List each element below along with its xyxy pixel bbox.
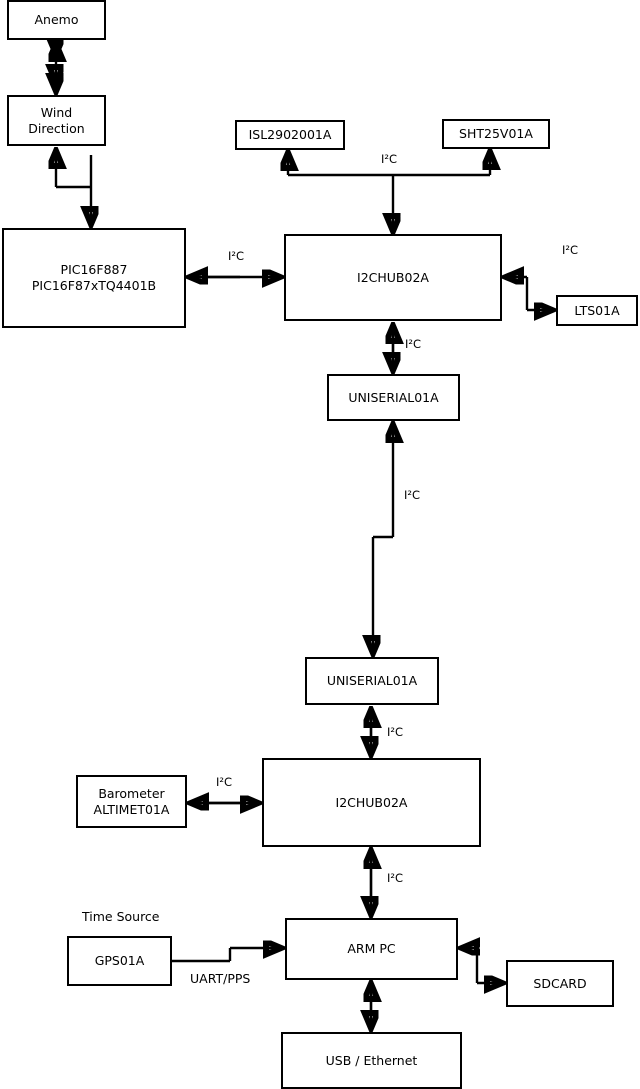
edge-label-i2c-pic-hub: I²C [228,249,245,263]
node-wind-direction[interactable]: Wind Direction [7,95,106,146]
edge-label-i2c-bus-top: I²C [381,152,398,166]
node-anemo[interactable]: Anemo [7,0,106,40]
node-uniserial01a-top[interactable]: UNISERIAL01A [327,374,460,421]
node-pic-microcontroller-label: PIC16F887 PIC16F87xTQ4401B [31,262,157,293]
node-uniserial01a-bottom[interactable]: UNISERIAL01A [305,657,439,705]
node-pic-microcontroller[interactable]: PIC16F887 PIC16F87xTQ4401B [2,228,186,328]
edge-label-i2c-hub-lts: I²C [562,243,579,257]
node-gps01a-label: GPS01A [94,953,145,969]
node-i2chub02a-bottom[interactable]: I2CHUB02A [262,758,481,847]
node-arm-pc-label: ARM PC [347,941,396,957]
node-lts01a-label: LTS01A [574,302,620,318]
node-usb-ethernet-label: USB / Ethernet [325,1052,418,1068]
node-barometer-altimet01a[interactable]: Barometer ALTIMET01A [76,775,187,828]
edge-label-i2c-uniserial-hub2: I²C [387,725,404,739]
node-arm-pc[interactable]: ARM PC [285,918,458,980]
node-anemo-label: Anemo [34,12,79,28]
node-lts01a[interactable]: LTS01A [556,295,638,326]
edge-label-i2c-baro-hub2: I²C [216,775,233,789]
node-i2chub02a-top[interactable]: I2CHUB02A [284,234,502,321]
node-wind-direction-label: Wind Direction [28,104,85,136]
node-i2chub02a-bottom-label: I2CHUB02A [335,794,408,810]
edge-label-i2c-hub-uniserial: I²C [405,337,422,351]
edge-label-uart-pps: UART/PPS [190,971,251,986]
node-i2chub02a-top-label: I2CHUB02A [357,269,429,285]
node-barometer-altimet01a-label: Barometer ALTIMET01A [93,785,170,817]
node-sht25v01a[interactable]: SHT25V01A [442,119,550,149]
node-uniserial01a-bottom-label: UNISERIAL01A [326,673,418,689]
edge-label-i2c-uniserial-link: I²C [404,488,421,502]
edge-label-i2c-hub2-armpc: I²C [387,871,404,885]
node-isl2902001a[interactable]: ISL2902001A [235,120,345,150]
label-time-source: Time Source [82,909,160,924]
node-sdcard-label: SDCARD [533,975,587,991]
node-uniserial01a-top-label: UNISERIAL01A [348,389,439,405]
node-usb-ethernet[interactable]: USB / Ethernet [281,1032,462,1089]
node-sdcard[interactable]: SDCARD [506,960,614,1007]
node-sht25v01a-label: SHT25V01A [459,126,533,142]
node-isl2902001a-label: ISL2902001A [248,127,332,143]
node-gps01a[interactable]: GPS01A [67,936,172,986]
